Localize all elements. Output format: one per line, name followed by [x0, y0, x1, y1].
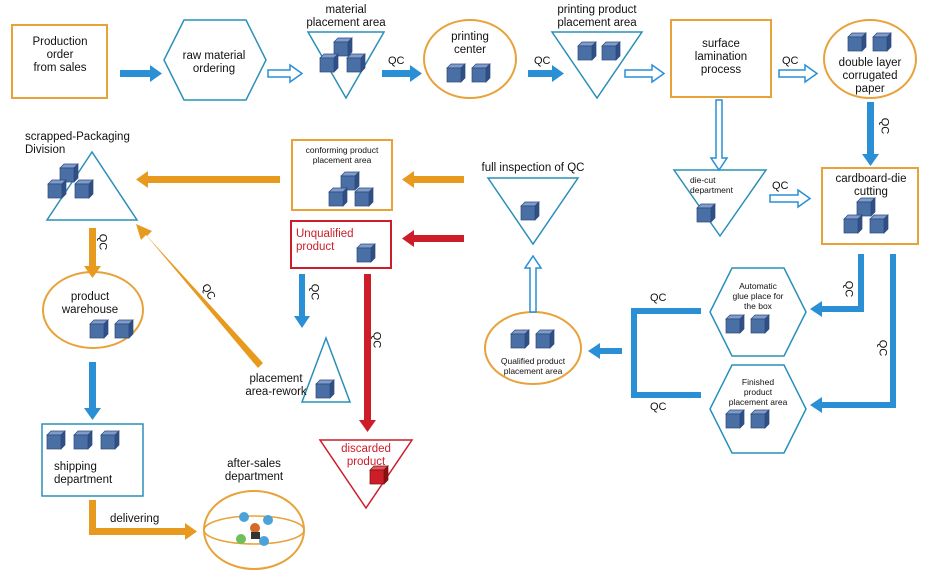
printing-center-label: printing center — [451, 31, 489, 56]
unqualified-product-label: Unqualified product — [296, 228, 354, 253]
qc-label-double-cardboard: QC — [878, 117, 891, 135]
qc-label-material-printing: QC — [388, 55, 405, 67]
die-cut-department-label: die-cut department — [690, 175, 733, 195]
qc-label-glue-bracket: QC — [650, 292, 667, 304]
placement-rework-label: placement area-rework — [245, 373, 307, 398]
surface-lamination-box — [670, 19, 772, 98]
qc-label-scrapped-warehouse: QC — [96, 233, 109, 251]
production-order-box — [11, 24, 108, 99]
printing-product-placement-label: printing product placement area — [557, 4, 637, 29]
qc-label-lamination-double: QC — [782, 55, 799, 67]
orange-arrows — [84, 171, 464, 540]
qc-label-printing-placement: QC — [534, 55, 551, 67]
shipping-department-label: shipping department — [54, 461, 113, 486]
automatic-glue-label: Automatic glue place for the box — [732, 281, 784, 311]
product-warehouse-label: product warehouse — [61, 291, 119, 316]
red-arrows — [359, 230, 464, 432]
placement-rework-triangle — [300, 335, 352, 403]
discarded-product-triangle — [318, 439, 414, 510]
qc-label-unqualified-discarded: QC — [370, 331, 383, 349]
surface-lamination-label: surface lamination process — [694, 38, 748, 76]
production-order-label: Production order from sales — [32, 36, 88, 74]
qc-label-diecut-cardboard: QC — [772, 180, 789, 192]
qc-label-cardboard-finished: QC — [876, 339, 889, 357]
die-cut-triangle — [672, 169, 768, 238]
automatic-glue-hexagon — [709, 267, 807, 357]
cardboard-die-cutting-label: cardboard-die cutting — [835, 173, 907, 198]
printing-product-placement-triangle — [550, 31, 644, 100]
qc-label-unqualified-rework: QC — [308, 283, 321, 301]
after-sales-inner-ellipse — [203, 515, 305, 545]
scrapped-packaging-label: scrapped-Packaging Division — [25, 131, 130, 156]
material-placement-label: material placement area — [306, 4, 386, 29]
after-sales-label: after-sales department — [224, 458, 284, 483]
blue-arrows — [84, 65, 896, 420]
raw-material-label: raw material ordering — [182, 50, 246, 75]
conforming-product-label: conforming product placement area — [305, 145, 379, 165]
raw-material-hexagon — [163, 19, 267, 101]
delivering-label: delivering — [110, 513, 160, 525]
full-inspection-label: full inspection of QC — [481, 162, 585, 174]
qc-label-finished-bracket: QC — [650, 401, 667, 413]
after-sales-people-icon — [236, 512, 273, 546]
qualified-product-label: Qualified product placement area — [500, 356, 566, 376]
finished-product-label: Finished product placement area — [728, 377, 788, 407]
finished-product-hexagon — [709, 364, 807, 454]
qc-label-cardboard-glue: QC — [842, 280, 855, 298]
discarded-product-label: discarded product — [341, 443, 391, 468]
double-layer-label: double layer corrugated paper — [838, 57, 902, 95]
hollow-arrows — [267, 63, 819, 313]
double-layer-ellipse — [823, 19, 917, 99]
